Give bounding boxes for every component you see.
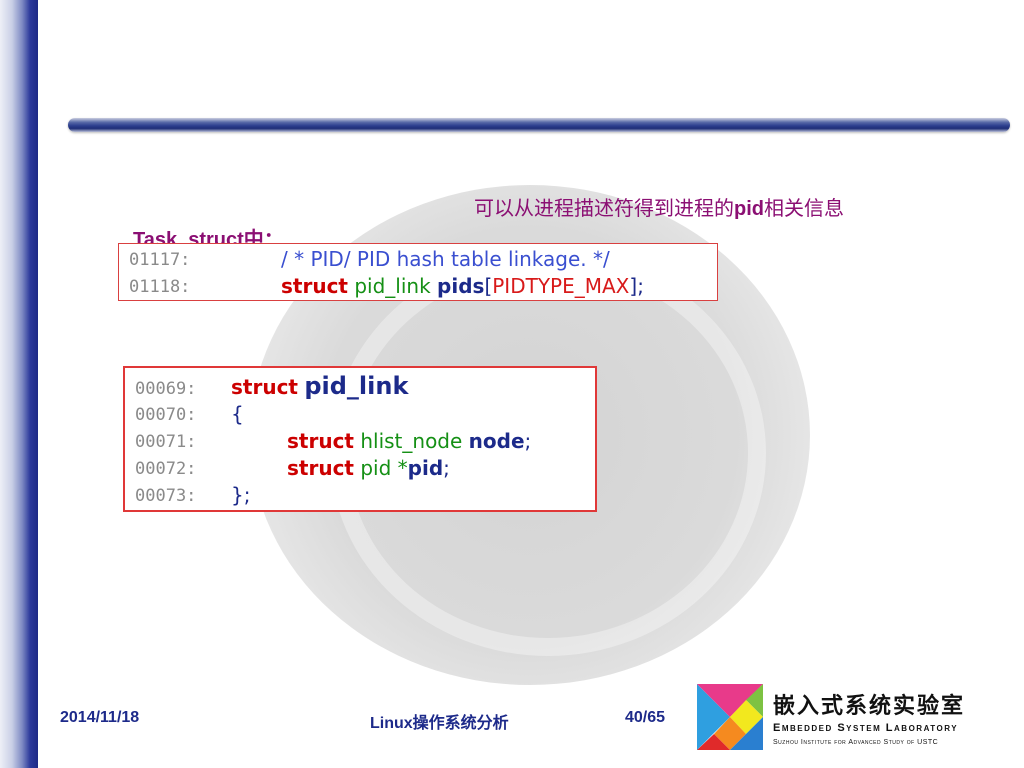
line-number: 01118:: [129, 277, 191, 297]
code-statement: struct pid_link: [231, 373, 408, 400]
struct-name: pid_link: [304, 372, 409, 400]
field-name: pid: [407, 456, 444, 480]
footer-date: 2014/11/18: [60, 709, 140, 726]
line-number: 00071:: [135, 432, 197, 452]
left-accent-bar: [0, 0, 38, 768]
footer-course-title: Linux操作系统分析: [370, 715, 509, 732]
array-size: PIDTYPE_MAX: [492, 274, 630, 298]
lab-name-english: Embedded System Laboratory: [773, 722, 959, 734]
bracket-open: [: [484, 274, 493, 298]
lab-name-chinese: 嵌入式系统实验室: [773, 693, 966, 719]
code-statement: struct pid_link pids[PIDTYPE_MAX];: [281, 273, 644, 299]
line-number: 01117:: [129, 250, 191, 270]
header-rule: [68, 118, 1010, 132]
code-comment: / * PID/ PID hash table linkage. */: [281, 247, 610, 271]
keyword-struct: struct: [281, 274, 348, 298]
code-block-pid-link: 00069: struct pid_link 00070: { 00071: s…: [123, 366, 597, 512]
keyword-struct: struct: [287, 456, 354, 480]
code-statement: struct hlist_node node;: [287, 428, 531, 454]
footer-page-number: 40/65: [625, 709, 666, 726]
brace-open: {: [231, 402, 244, 426]
line-number: 00070:: [135, 405, 197, 425]
line-number: 00069:: [135, 379, 197, 399]
keyword-struct: struct: [231, 375, 298, 399]
field-name: node: [468, 429, 525, 453]
pointer-star: *: [397, 456, 408, 480]
lab-institute: Suzhou Institute for Advanced Study of U…: [773, 739, 939, 746]
type-name: pid: [360, 456, 392, 480]
line-number: 00073:: [135, 486, 197, 506]
code-block-task-struct: 01117: / * PID/ PID hash table linkage. …: [118, 243, 718, 301]
brace-close: };: [231, 483, 251, 507]
code-statement: struct pid *pid;: [287, 455, 450, 481]
tangram-logo-icon: [697, 684, 763, 750]
field-name: pids: [437, 274, 485, 298]
bracket-close: ];: [629, 274, 644, 298]
semicolon: ;: [524, 429, 532, 453]
keyword-struct: struct: [287, 429, 354, 453]
semicolon: ;: [443, 456, 450, 480]
type-name: hlist_node: [360, 429, 463, 453]
type-name: pid_link: [354, 274, 431, 298]
slide-subtitle: 可以从进程描述符得到进程的pid相关信息: [474, 198, 844, 220]
line-number: 00072:: [135, 459, 197, 479]
